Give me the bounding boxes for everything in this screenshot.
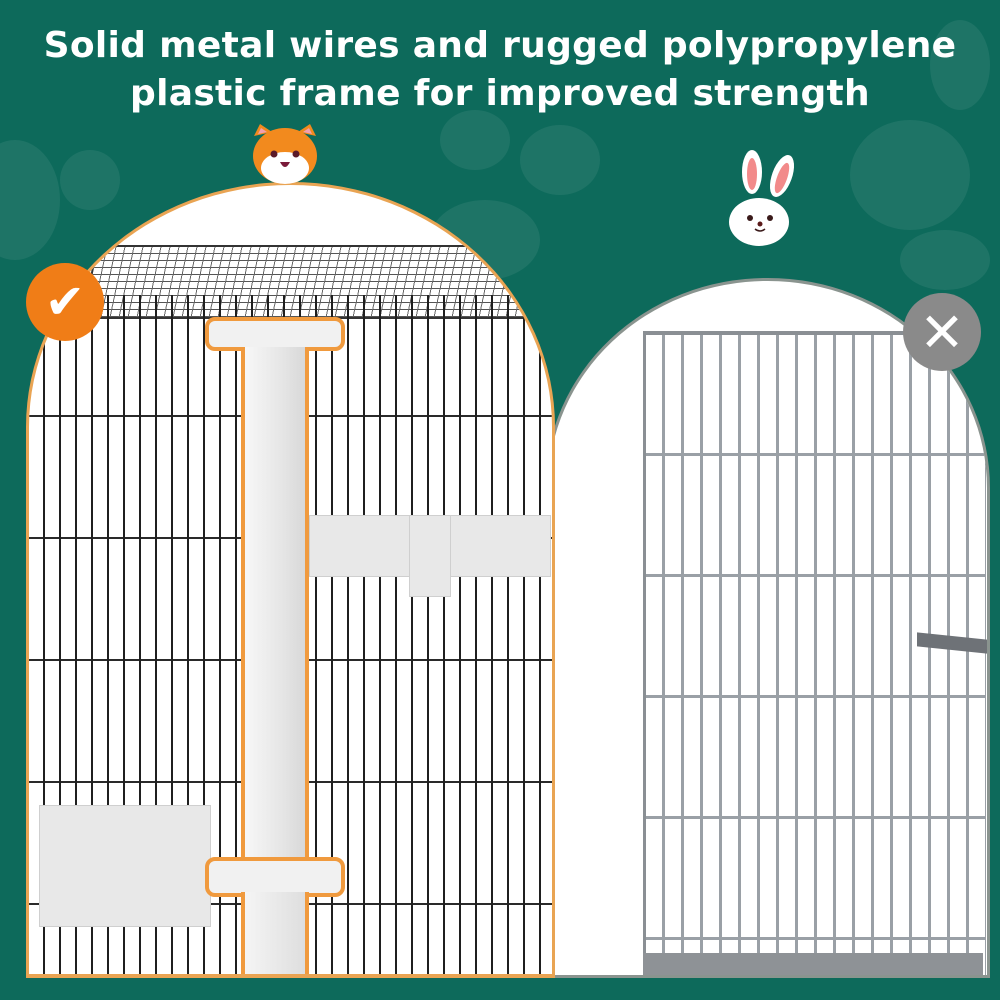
paw-print-decoration: [930, 20, 990, 110]
post-shaft: [241, 347, 309, 867]
cage-ramp: [39, 805, 211, 927]
post-top-connector: [205, 317, 345, 351]
paw-print-decoration: [440, 110, 510, 170]
door-latch: [409, 515, 451, 597]
product-cage-panel: [26, 182, 555, 978]
cage-base-tray: [643, 953, 983, 975]
headline-line-1: Solid metal wires and rugged polypropyle…: [43, 25, 957, 66]
close-x-icon: ✕: [903, 293, 981, 371]
corner-post-highlight: [205, 317, 345, 974]
paw-print-decoration: [60, 150, 120, 210]
headline: Solid metal wires and rugged polypropyle…: [0, 22, 1000, 118]
post-lower-shaft: [241, 892, 309, 974]
paw-print-decoration: [900, 230, 990, 290]
gray-wire-cage-image: [643, 331, 986, 975]
rabbit-mascot-icon: [729, 150, 795, 246]
paw-print-decoration: [0, 140, 60, 260]
headline-line-2: plastic frame for improved strength: [130, 73, 870, 114]
paw-print-decoration: [850, 120, 970, 230]
hamster-mascot-icon: [253, 124, 317, 184]
paw-print-decoration: [520, 125, 600, 195]
checkmark-icon: ✔: [26, 263, 104, 341]
competitor-cage-panel: [545, 278, 990, 978]
post-middle-connector: [205, 857, 345, 897]
